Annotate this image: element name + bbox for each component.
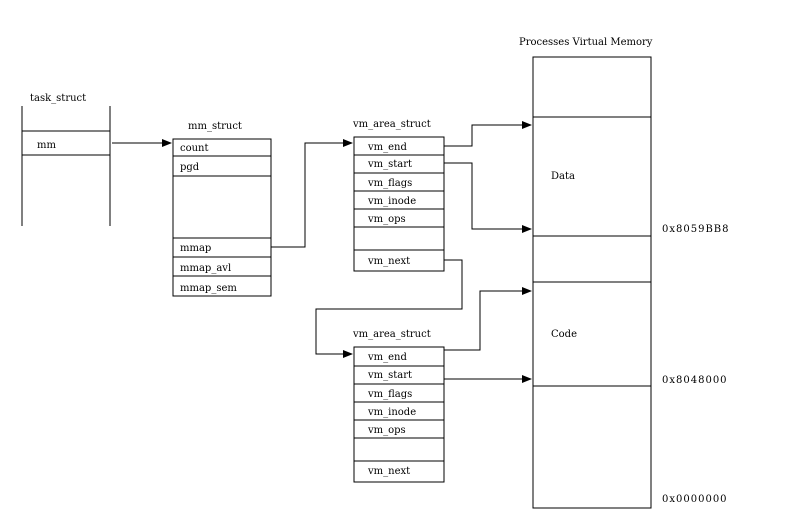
- vma-bottom-field: vm_ops: [367, 425, 406, 436]
- vma-top-field: vm_start: [367, 159, 412, 170]
- vma-top: vm_area_struct vm_end vm_start vm_flags …: [352, 119, 445, 272]
- vma-top-field: vm_flags: [367, 178, 412, 189]
- mm-struct-field: count: [180, 143, 209, 154]
- task-struct-title: task_struct: [30, 93, 86, 104]
- vma-bottom-field: vm_flags: [367, 389, 412, 400]
- arrow-mmap-to-vma: [271, 139, 353, 248]
- task-struct: task_struct mm: [21, 93, 111, 226]
- vma-top-title: vm_area_struct: [352, 119, 431, 130]
- arrow-vm-next-to-vma: [315, 259, 463, 358]
- vma-bottom-field: vm_start: [367, 370, 412, 381]
- task-struct-field-mm: mm: [37, 140, 56, 151]
- region-label-data: Data: [551, 171, 575, 182]
- vma-bottom-box: [353, 346, 445, 483]
- address-label: 0x8059BB8: [662, 224, 730, 235]
- vma-bottom-field: vm_inode: [367, 407, 416, 418]
- virtual-memory: Processes Virtual Memory Data Code 0x805…: [519, 37, 730, 509]
- mm-struct-field: pgd: [180, 162, 200, 173]
- mm-struct-box: [172, 138, 272, 297]
- vma-bottom: vm_area_struct vm_end vm_start vm_flags …: [352, 329, 445, 483]
- vma-bottom-field: vm_end: [367, 352, 407, 363]
- address-label: 0x0000000: [662, 494, 728, 505]
- vma-top-box: [353, 136, 445, 272]
- arrow-vm-start-to-data: [444, 162, 532, 233]
- mm-struct-field: mmap: [180, 243, 211, 254]
- vma-top-field: vm_inode: [367, 196, 416, 207]
- vma-bottom-field: vm_next: [367, 466, 410, 477]
- vma-top-field: vm_end: [367, 142, 407, 153]
- arrow-vm-end-to-data: [444, 121, 532, 147]
- virtual-memory-title: Processes Virtual Memory: [519, 37, 653, 48]
- vma-top-field: vm_next: [367, 256, 410, 267]
- mm-struct: mm_struct count pgd mmap mmap_avl mmap_s…: [172, 121, 272, 297]
- vma-bottom-title: vm_area_struct: [352, 329, 431, 340]
- region-label-code: Code: [551, 329, 577, 340]
- mm-struct-field: mmap_sem: [180, 283, 237, 294]
- vma-top-field: vm_ops: [367, 214, 406, 225]
- mm-struct-title: mm_struct: [188, 121, 242, 132]
- mm-struct-field: mmap_avl: [180, 263, 231, 274]
- address-label: 0x8048000: [662, 375, 728, 386]
- arrow-vm-end-to-code: [444, 287, 532, 351]
- pointer-arrows: [112, 121, 532, 383]
